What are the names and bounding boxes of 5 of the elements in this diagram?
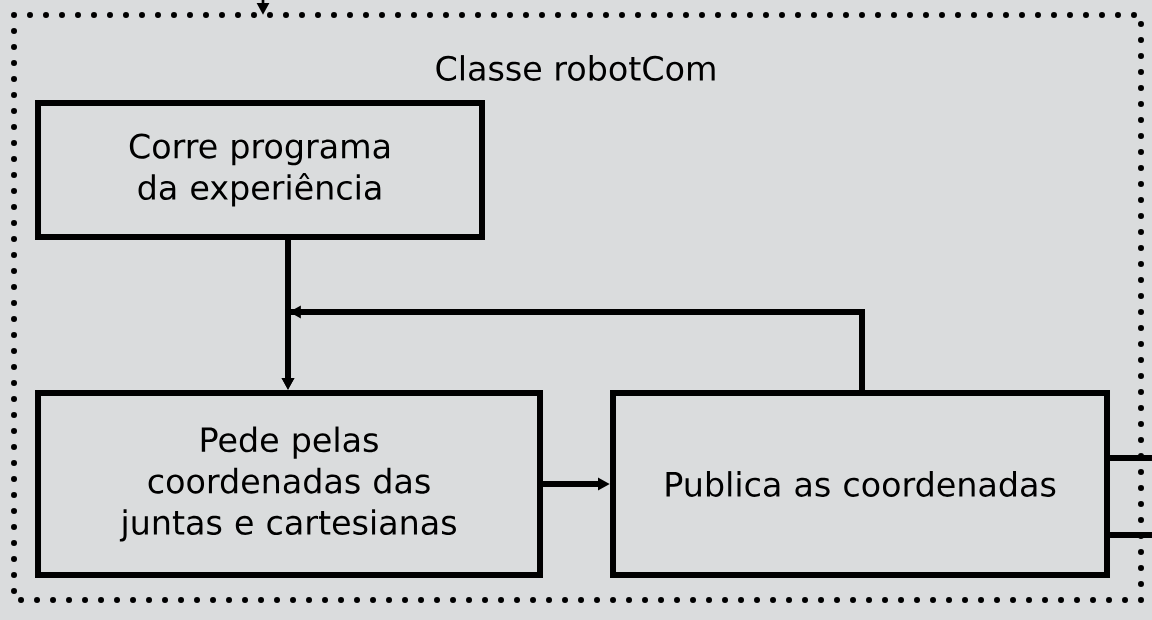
dotted-frame <box>11 12 1144 603</box>
process-box: Publica as coordenadas <box>610 390 1110 578</box>
container-heading: Classe robotCom <box>436 55 715 81</box>
process-box: Corre programa da experiência <box>35 100 485 240</box>
process-box: Pede pelas coordenadas das juntas e cartesianas <box>35 390 543 578</box>
